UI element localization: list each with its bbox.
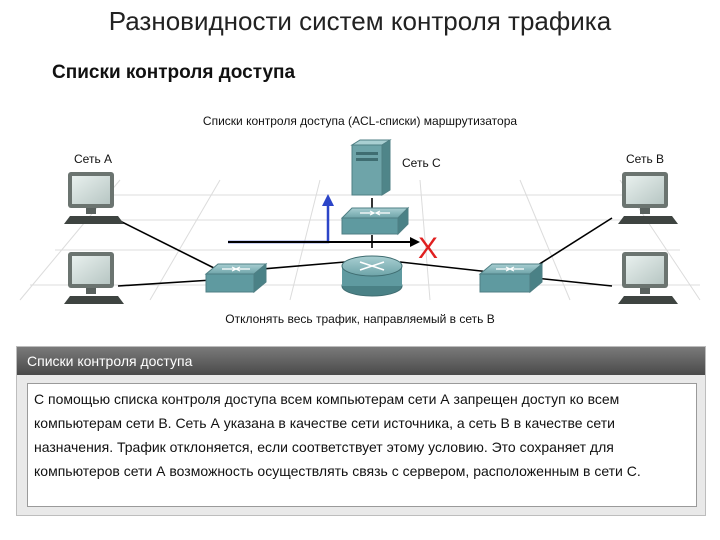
acl-info-panel: Списки контроля доступа С помощью списка…: [16, 346, 706, 516]
server-c-icon: [350, 139, 392, 196]
link-switch-b-pc-b2: [534, 277, 613, 287]
deny-x-mark: X: [418, 232, 438, 265]
pc-a2-icon: [64, 252, 124, 304]
link-switch-b-pc-b1: [529, 217, 613, 271]
switch-b-icon: [478, 262, 544, 294]
pc-b2-icon: [618, 252, 678, 304]
slide-subtitle: Списки контроля доступа: [52, 62, 296, 83]
network-b-label: Сеть В: [626, 152, 665, 166]
network-links: [117, 198, 613, 287]
denied-path-arrow: [228, 237, 420, 247]
link-pc-a1-switch-a: [117, 219, 223, 273]
panel-header: Списки контроля доступа: [17, 347, 705, 375]
deny-caption: Отклонять весь трафик, направляемый в се…: [225, 312, 495, 326]
pc-b1-icon: [618, 172, 678, 224]
diagram-title: Списки контроля доступа (ACL-списки) мар…: [202, 114, 518, 128]
acl-network-diagram: X: [0, 100, 720, 340]
switch-c-icon: [340, 206, 410, 236]
network-topology: X: [19, 139, 701, 304]
link-router-switch-b: [399, 261, 491, 273]
network-a-label: Сеть А: [74, 152, 113, 166]
pc-a1-icon: [64, 172, 124, 224]
network-c-label: Сеть С: [402, 156, 441, 170]
router-icon: [341, 255, 403, 297]
allowed-path-arrow: [228, 194, 334, 244]
switch-a-icon: [204, 262, 268, 294]
slide-title: Разновидности систем контроля трафика: [108, 6, 612, 36]
link-pc-a2-switch-a: [117, 279, 213, 287]
panel-description: С помощью списка контроля доступа всем к…: [27, 383, 697, 507]
